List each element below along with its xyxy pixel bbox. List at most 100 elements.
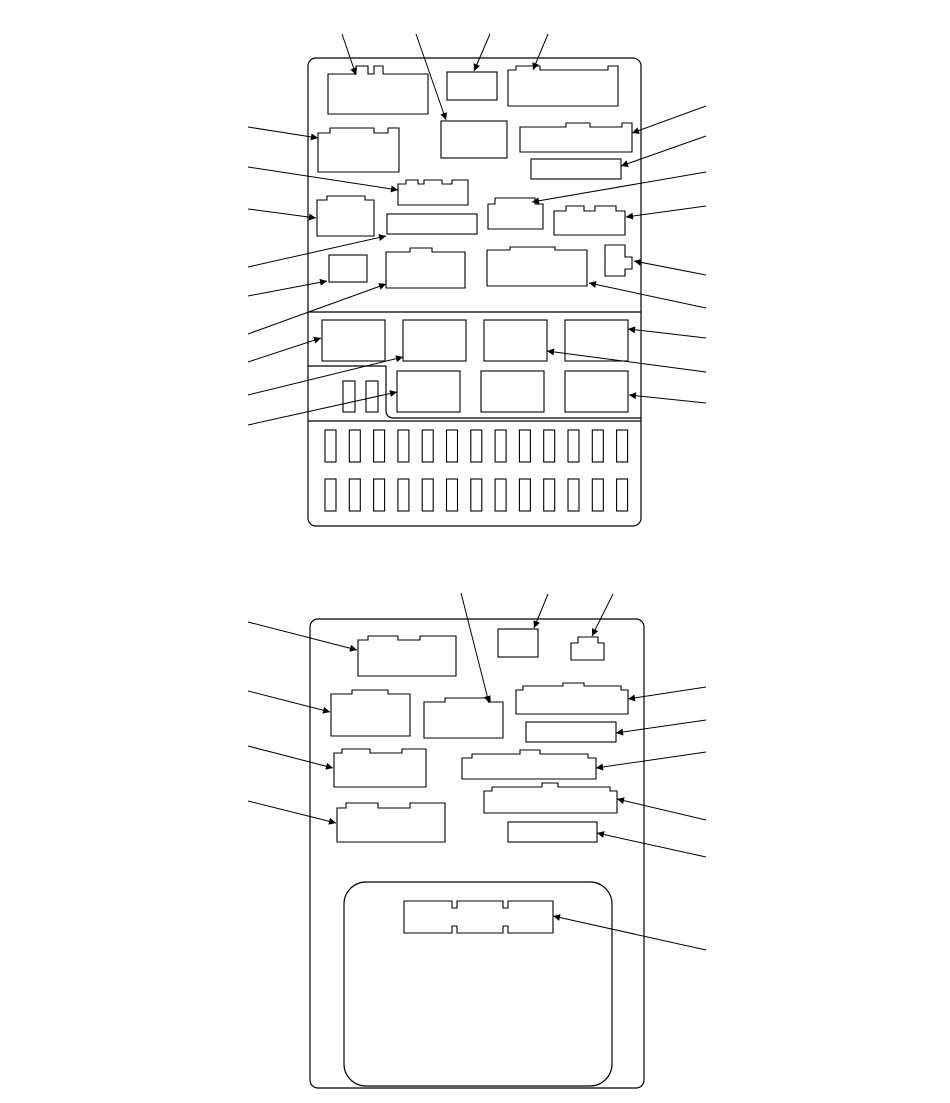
- lower-leader-2: [533, 593, 549, 629]
- upper-housing: [307, 57, 642, 527]
- upper-leader-13: [247, 390, 398, 426]
- lower-leader-3: [591, 593, 614, 637]
- fuse-1: [324, 429, 337, 463]
- upper-leader-22: [628, 392, 707, 404]
- connector-u9: [316, 195, 375, 237]
- upper-leader-12: [247, 355, 404, 396]
- fuse-26: [616, 478, 629, 512]
- fuse-6: [445, 429, 459, 463]
- connector-u16: [604, 244, 633, 277]
- fuse-12: [591, 429, 604, 463]
- lower-leader-12: [596, 831, 707, 858]
- connector-u8: [397, 179, 469, 206]
- connector-u15: [486, 246, 588, 287]
- connector-u7: [530, 158, 622, 180]
- upper-leader-3: [473, 33, 491, 72]
- upper-leader-17: [625, 205, 707, 220]
- relay-u5: [396, 370, 461, 413]
- upper-leader-19: [588, 281, 707, 309]
- lower-leaders: [247, 592, 707, 951]
- connector-l12: [507, 821, 598, 843]
- lower-panel: [247, 592, 707, 1089]
- fuse-13: [616, 429, 629, 463]
- upper-leader-7: [247, 208, 317, 221]
- fuse-8: [494, 429, 507, 463]
- connector-u3: [507, 65, 619, 107]
- connector-l7: [525, 721, 617, 743]
- connector-l5: [423, 697, 504, 739]
- upper-leader-4: [532, 33, 549, 71]
- fuse-15: [348, 478, 361, 512]
- relay-u4: [564, 319, 629, 362]
- fuse-22: [518, 478, 531, 512]
- relay-u7: [564, 370, 629, 413]
- diode-u1: [342, 380, 356, 413]
- lower-leader-10: [595, 751, 707, 771]
- connector-l10: [483, 782, 618, 814]
- upper-panel: [247, 33, 707, 527]
- upper-leader-11: [247, 336, 322, 363]
- connector-l1: [357, 635, 457, 677]
- upper-leader-16: [531, 171, 707, 205]
- lower-leader-7: [247, 800, 337, 825]
- fuse-7: [470, 429, 483, 463]
- fuse-2: [348, 429, 361, 463]
- upper-leader-21: [546, 348, 707, 373]
- lower-leader-9: [615, 719, 707, 736]
- upper-leader-8: [247, 234, 387, 268]
- upper-leader-9: [247, 278, 328, 297]
- connector-u11: [487, 197, 544, 230]
- connector-l11: [336, 802, 446, 843]
- upper-leader-14: [631, 105, 707, 134]
- fuse-17: [397, 478, 410, 512]
- relay-bracket: [385, 366, 641, 419]
- relay-u6: [480, 370, 545, 413]
- fuse-9: [518, 429, 531, 463]
- relay-u3: [483, 319, 548, 362]
- connector-l9: [461, 749, 597, 780]
- fuse-25: [591, 478, 604, 512]
- upper-leader-18: [633, 258, 707, 276]
- connector-u12: [553, 205, 626, 236]
- fuse-11: [567, 429, 580, 463]
- connector-u10: [386, 213, 478, 235]
- lower-leader-13: [552, 914, 707, 951]
- relay-u1: [321, 319, 386, 362]
- lower-housing: [309, 618, 645, 1089]
- connector-l6: [515, 682, 629, 715]
- upper-leader-6: [247, 166, 399, 193]
- fuse-20: [470, 478, 483, 512]
- upper-leader-1: [341, 33, 358, 76]
- upper-leader-5: [247, 126, 319, 141]
- upper-leader-10: [247, 283, 387, 335]
- connector-l4: [330, 689, 411, 737]
- fuse-5: [421, 429, 434, 463]
- lower-leader-5: [247, 690, 331, 714]
- fuse-21: [494, 478, 507, 512]
- upper-leaders: [247, 33, 707, 426]
- fuse-18: [421, 478, 434, 512]
- fuse-10: [543, 429, 556, 463]
- connector-u1: [327, 65, 429, 115]
- lower-leader-8: [627, 686, 707, 702]
- connector-u6: [519, 122, 633, 153]
- fuse-24: [567, 478, 580, 512]
- upper-leader-2: [415, 33, 447, 121]
- fuse-19: [445, 478, 459, 512]
- relay-u2: [402, 319, 467, 362]
- relay-block-l1: [403, 900, 554, 934]
- fuse-16: [373, 478, 386, 512]
- fuse-4: [397, 429, 410, 463]
- upper-leader-20: [627, 326, 707, 339]
- lower-leader-1: [460, 592, 491, 704]
- connector-l2: [497, 628, 539, 658]
- connector-u14: [385, 247, 466, 289]
- upper-leader-15: [620, 135, 707, 167]
- fuse-3: [373, 429, 386, 463]
- connector-l3: [570, 636, 605, 661]
- lower-leader-11: [616, 797, 707, 821]
- connector-u5: [440, 120, 508, 159]
- lower-leader-4: [247, 621, 358, 652]
- fuse-14: [324, 478, 337, 512]
